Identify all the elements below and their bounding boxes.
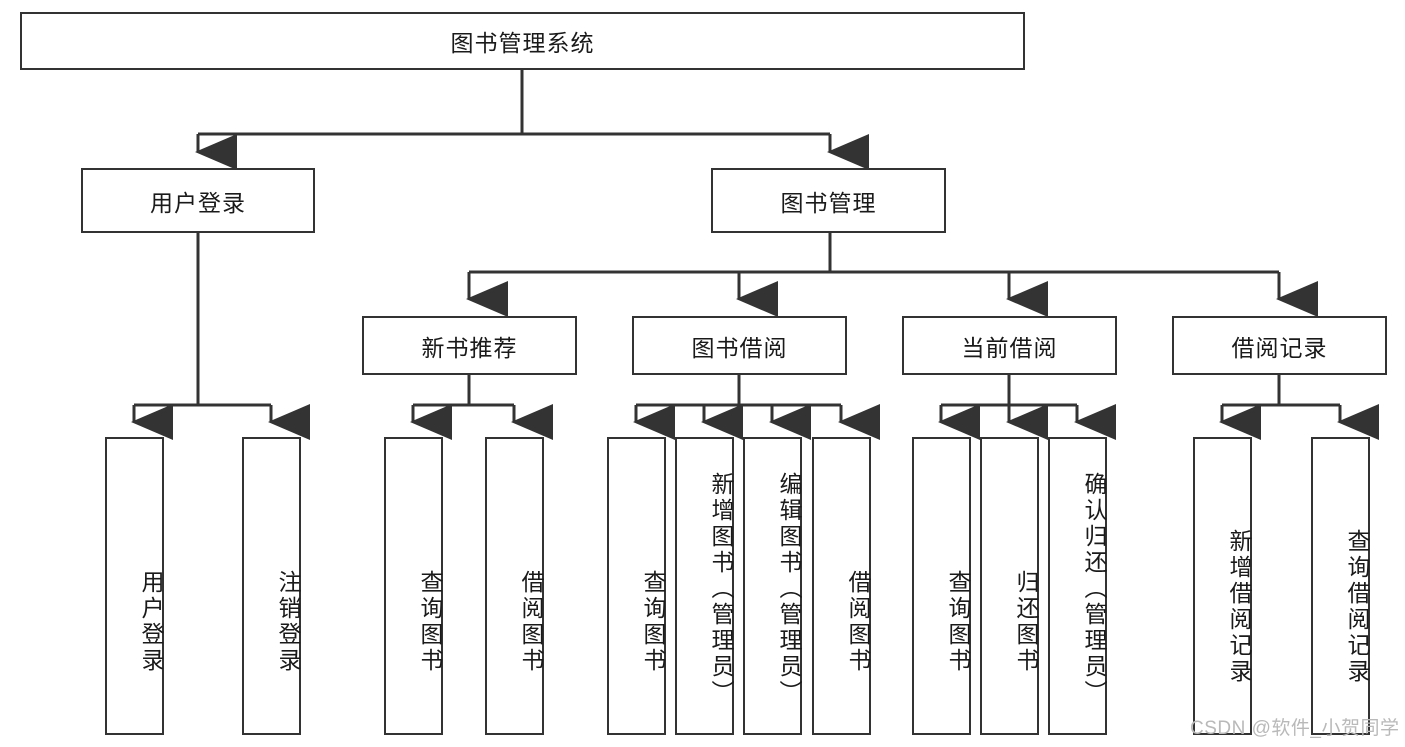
leaf-user-login-label: 用户登录 bbox=[138, 570, 164, 674]
leaf-add-book-label: 新增图书（管理员） bbox=[708, 472, 734, 706]
node-new-book-rec-label: 新书推荐 bbox=[421, 334, 518, 361]
csdn-watermark: CSDN @软件_小贺同学 bbox=[1190, 718, 1400, 739]
node-new-book-rec[interactable]: 新书推荐 bbox=[362, 316, 577, 375]
leaf-query-book-3-label: 查询图书 bbox=[945, 570, 971, 674]
node-root[interactable]: 图书管理系统 bbox=[20, 12, 1025, 70]
node-book-borrow-label: 图书借阅 bbox=[691, 334, 788, 361]
node-user-login[interactable]: 用户登录 bbox=[81, 168, 315, 233]
leaf-query-book-3[interactable]: 查询图书 bbox=[912, 437, 971, 735]
leaf-edit-book[interactable]: 编辑图书（管理员） bbox=[743, 437, 802, 735]
leaf-query-book-1-label: 查询图书 bbox=[417, 570, 443, 674]
node-current-borrow-label: 当前借阅 bbox=[961, 334, 1058, 361]
node-book-borrow[interactable]: 图书借阅 bbox=[632, 316, 847, 375]
leaf-logout-login[interactable]: 注销登录 bbox=[242, 437, 301, 735]
node-user-login-label: 用户登录 bbox=[150, 189, 246, 216]
leaf-borrow-book-2[interactable]: 借阅图书 bbox=[812, 437, 871, 735]
leaf-add-book[interactable]: 新增图书（管理员） bbox=[675, 437, 734, 735]
leaf-confirm-return-label: 确认归还（管理员） bbox=[1081, 472, 1107, 706]
leaf-borrow-book-1[interactable]: 借阅图书 bbox=[485, 437, 544, 735]
node-borrow-record-label: 借阅记录 bbox=[1231, 334, 1328, 361]
leaf-query-book-1[interactable]: 查询图书 bbox=[384, 437, 443, 735]
leaf-borrow-book-1-label: 借阅图书 bbox=[518, 570, 544, 674]
leaf-query-record-label: 查询借阅记录 bbox=[1344, 529, 1370, 685]
node-book-manage[interactable]: 图书管理 bbox=[711, 168, 946, 233]
leaf-edit-book-label: 编辑图书（管理员） bbox=[776, 472, 802, 706]
node-book-manage-label: 图书管理 bbox=[780, 189, 877, 216]
leaf-add-record-label: 新增借阅记录 bbox=[1226, 529, 1252, 685]
leaf-return-book[interactable]: 归还图书 bbox=[980, 437, 1039, 735]
node-root-label: 图书管理系统 bbox=[450, 30, 595, 56]
leaf-confirm-return[interactable]: 确认归还（管理员） bbox=[1048, 437, 1107, 735]
leaf-add-record[interactable]: 新增借阅记录 bbox=[1193, 437, 1252, 735]
node-current-borrow[interactable]: 当前借阅 bbox=[902, 316, 1117, 375]
leaf-borrow-book-2-label: 借阅图书 bbox=[845, 570, 871, 674]
leaf-user-login[interactable]: 用户登录 bbox=[105, 437, 164, 735]
leaf-query-book-2[interactable]: 查询图书 bbox=[607, 437, 666, 735]
leaf-return-book-label: 归还图书 bbox=[1013, 570, 1039, 674]
leaf-query-record[interactable]: 查询借阅记录 bbox=[1311, 437, 1370, 735]
leaf-query-book-2-label: 查询图书 bbox=[640, 570, 666, 674]
leaf-logout-login-label: 注销登录 bbox=[275, 570, 301, 674]
node-borrow-record[interactable]: 借阅记录 bbox=[1172, 316, 1387, 375]
